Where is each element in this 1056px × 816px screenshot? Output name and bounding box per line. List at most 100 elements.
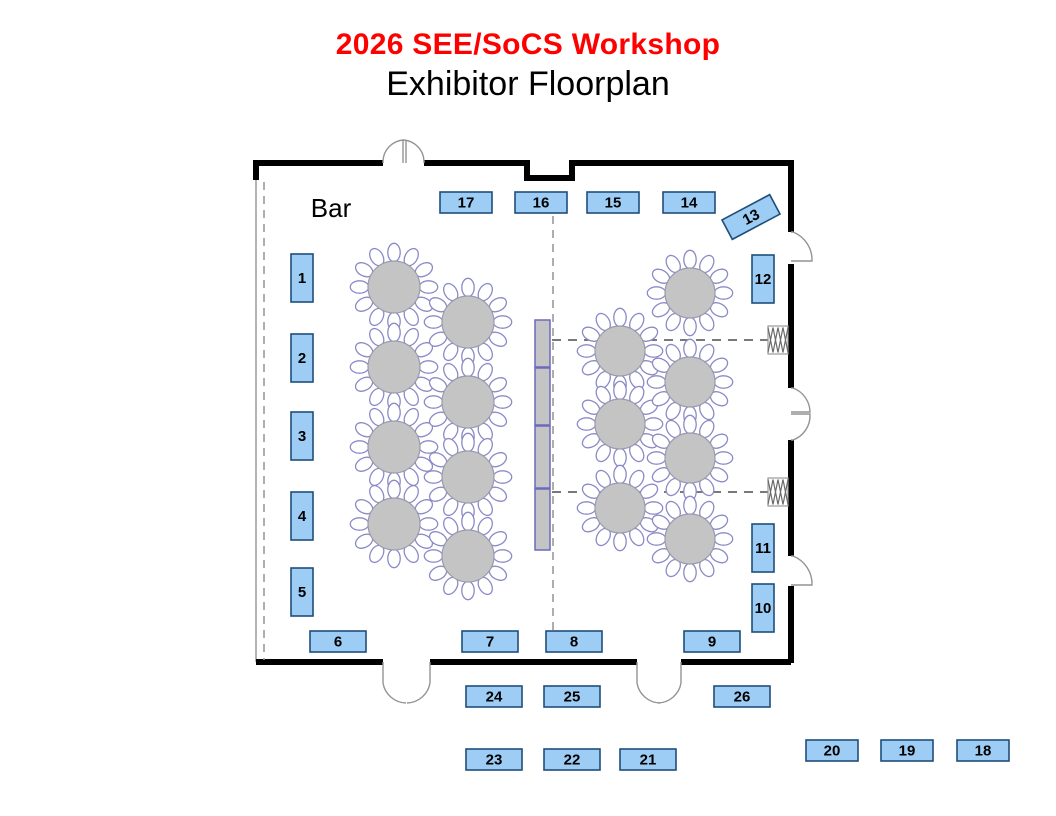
booth-rect-21[interactable]: [619, 748, 677, 771]
booth-rect-13[interactable]: [720, 193, 782, 241]
tables-layer: [349, 242, 734, 601]
booth-8[interactable]: 8: [545, 630, 603, 653]
booth-12[interactable]: 12: [751, 254, 775, 304]
booth-label-15: 15: [605, 195, 622, 212]
booth-24[interactable]: 24: [465, 685, 523, 708]
accordion-partition-icon: [767, 477, 789, 507]
chair: [423, 470, 444, 484]
booth-label-23: 23: [486, 752, 503, 769]
booth-label-13: 13: [740, 206, 763, 229]
booth-rect-26[interactable]: [713, 685, 771, 708]
banquet-table: [646, 338, 734, 426]
chair: [423, 549, 444, 563]
accordion-frame: [767, 325, 789, 355]
booth-6[interactable]: 6: [309, 630, 367, 653]
booth-rect-7[interactable]: [461, 630, 519, 653]
booth-rect-18[interactable]: [956, 739, 1010, 762]
booth-9[interactable]: 9: [683, 630, 741, 653]
booth-label-5: 5: [298, 584, 306, 601]
booth-rect-20[interactable]: [805, 739, 859, 762]
booth-4[interactable]: 4: [290, 491, 314, 541]
booth-23[interactable]: 23: [465, 748, 523, 771]
bottom-door2-left-jamb: [636, 662, 661, 704]
booth-3[interactable]: 3: [290, 411, 314, 461]
booth-rect-11[interactable]: [751, 523, 775, 573]
booth-7[interactable]: 7: [461, 630, 519, 653]
booth-rect-1[interactable]: [290, 253, 314, 303]
booth-14[interactable]: 14: [662, 191, 716, 214]
table-top: [594, 398, 646, 450]
booth-16[interactable]: 16: [514, 191, 568, 214]
booth-label-2: 2: [298, 350, 306, 367]
booth-5[interactable]: 5: [290, 567, 314, 617]
booth-rect-17[interactable]: [439, 191, 493, 214]
booth-22[interactable]: 22: [543, 748, 601, 771]
booth-rect-2[interactable]: [290, 333, 314, 383]
booth-17[interactable]: 17: [439, 191, 493, 214]
top-wall-left-segment: [253, 160, 383, 180]
booth-19[interactable]: 19: [880, 739, 934, 762]
chair: [418, 360, 439, 374]
booth-20[interactable]: 20: [805, 739, 859, 762]
booth-label-7: 7: [486, 634, 494, 651]
chair: [643, 501, 664, 515]
booth-21[interactable]: 21: [619, 748, 677, 771]
chair: [683, 562, 697, 583]
chair: [461, 580, 475, 601]
chair: [646, 451, 667, 465]
booth-rect-16[interactable]: [514, 191, 568, 214]
banquet-table: [646, 495, 734, 583]
booth-10[interactable]: 10: [751, 583, 775, 633]
chair: [418, 517, 439, 531]
booth-11[interactable]: 11: [751, 523, 775, 573]
booth-rect-6[interactable]: [309, 630, 367, 653]
table-top: [664, 432, 716, 484]
table-top: [594, 325, 646, 377]
booth-rect-9[interactable]: [683, 630, 741, 653]
booth-25[interactable]: 25: [543, 685, 601, 708]
booth-rect-24[interactable]: [465, 685, 523, 708]
chair: [387, 479, 401, 500]
center-divider-segment: [534, 425, 551, 489]
booth-label-18: 18: [975, 743, 992, 760]
booth-2[interactable]: 2: [290, 333, 314, 383]
booth-1[interactable]: 1: [290, 253, 314, 303]
chair: [387, 242, 401, 263]
chair: [461, 511, 475, 532]
booth-rect-8[interactable]: [545, 630, 603, 653]
booth-label-25: 25: [564, 689, 581, 706]
chair: [492, 395, 513, 409]
booth-rect-15[interactable]: [586, 191, 640, 214]
chair: [492, 470, 513, 484]
booth-rect-10[interactable]: [751, 583, 775, 633]
booth-rect-25[interactable]: [543, 685, 601, 708]
booth-15[interactable]: 15: [586, 191, 640, 214]
booth-rect-22[interactable]: [543, 748, 601, 771]
table-top: [441, 295, 495, 349]
booth-label-20: 20: [824, 743, 841, 760]
chair: [613, 531, 627, 552]
table-top: [367, 497, 421, 551]
chair: [492, 549, 513, 563]
booth-rect-23[interactable]: [465, 748, 523, 771]
chair: [613, 447, 627, 468]
booth-18[interactable]: 18: [956, 739, 1010, 762]
booth-rect-12[interactable]: [751, 254, 775, 304]
booth-rect-19[interactable]: [880, 739, 934, 762]
chair: [713, 451, 734, 465]
booth-13[interactable]: 13: [720, 193, 782, 241]
booth-rect-14[interactable]: [662, 191, 716, 214]
table-top: [441, 450, 495, 504]
banquet-table: [423, 277, 513, 367]
booth-rect-5[interactable]: [290, 567, 314, 617]
booth-rect-3[interactable]: [290, 411, 314, 461]
banquet-table: [349, 242, 439, 332]
chair: [492, 315, 513, 329]
accordion-zigzag: [767, 479, 789, 505]
booth-rect-4[interactable]: [290, 491, 314, 541]
booth-label-3: 3: [298, 428, 306, 445]
accordion-partition-icon: [767, 325, 789, 355]
booth-26[interactable]: 26: [713, 685, 771, 708]
